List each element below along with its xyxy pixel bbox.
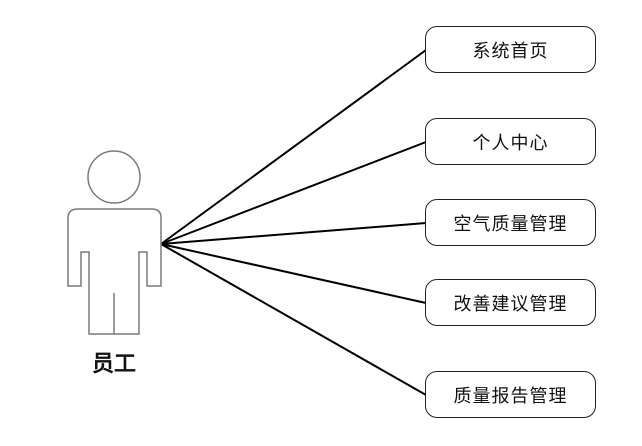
association-line-3 xyxy=(160,222,427,245)
use-case-air-quality-management: 空气质量管理 xyxy=(425,199,596,246)
use-case-quality-report-management: 质量报告管理 xyxy=(425,371,596,418)
use-case-personal-center: 个人中心 xyxy=(425,118,596,165)
actor-figure-icon xyxy=(67,150,162,335)
use-case-system-home: 系统首页 xyxy=(425,26,596,73)
actor-body xyxy=(67,208,162,335)
association-line-1 xyxy=(160,49,427,245)
association-line-5 xyxy=(160,243,427,396)
actor-head xyxy=(87,150,141,204)
actor-name: 员工 xyxy=(91,352,136,377)
association-line-2 xyxy=(160,141,427,245)
use-case-improvement-suggestion-management: 改善建议管理 xyxy=(425,279,596,326)
association-line-4 xyxy=(160,243,427,304)
